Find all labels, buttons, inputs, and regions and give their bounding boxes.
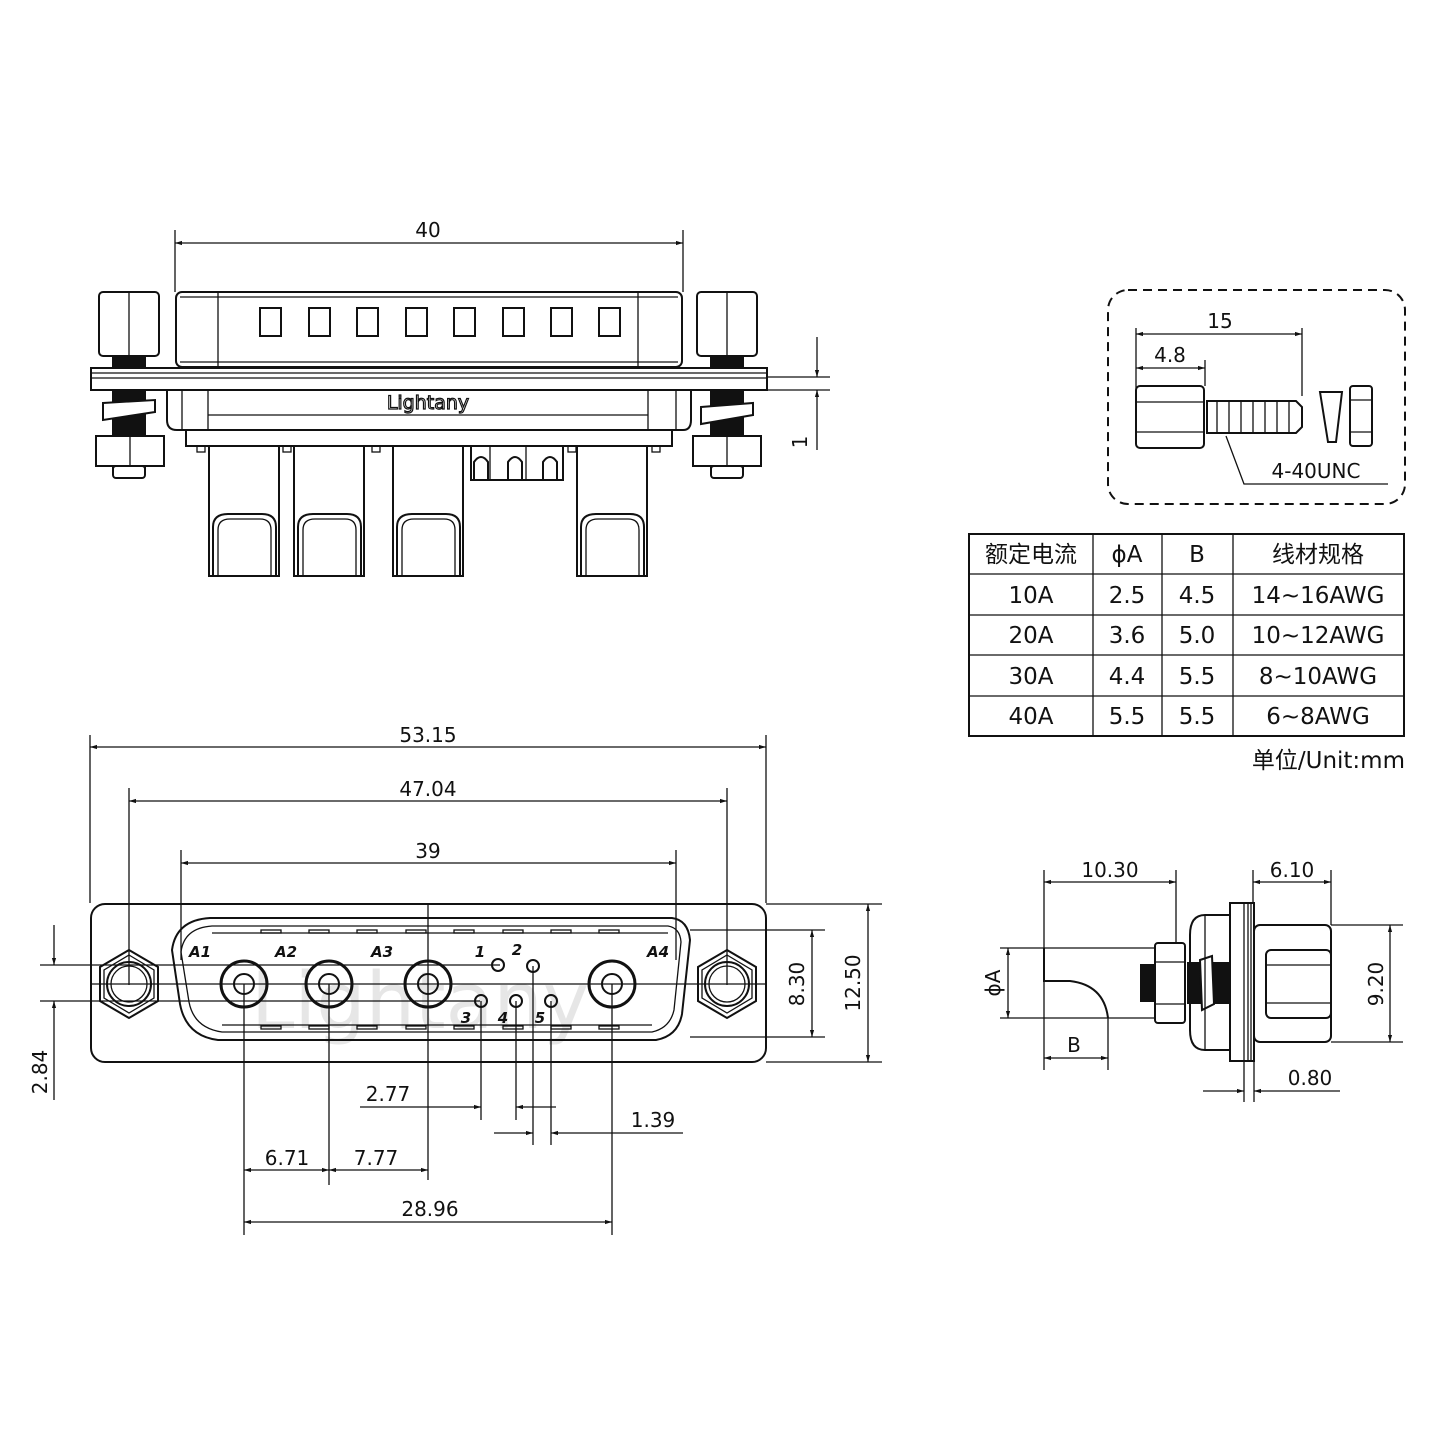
screw-detail: 15 4.8 4-40UNC xyxy=(1107,289,1406,505)
table-cell: 10~12AWG xyxy=(1252,623,1385,649)
dim-flange-height: 12.50 xyxy=(841,954,865,1011)
spec-table: 额定电流 ϕA B 线材规格 10A 2.5 4.5 14~16AWG 20A … xyxy=(968,533,1405,774)
table-header-current: 额定电流 xyxy=(985,542,1077,568)
dim-mount-hole-pitch: 47.04 xyxy=(399,777,456,801)
label-b: B xyxy=(1067,1033,1081,1057)
table-header-b: B xyxy=(1189,542,1205,568)
table-cell: 4.4 xyxy=(1109,664,1146,690)
power-contact-a4 xyxy=(576,445,648,577)
table-cell: 20A xyxy=(1008,623,1053,649)
dim-signal-pitch: 2.77 xyxy=(366,1082,411,1106)
dim-shell-height: 8.30 xyxy=(785,962,809,1007)
power-contact-a3 xyxy=(392,445,464,577)
thread-spec-label: 4-40UNC xyxy=(1272,459,1361,483)
table-cell: 3.6 xyxy=(1109,623,1146,649)
top-view: 40 Lightany xyxy=(90,218,830,577)
pin-label-a2: A2 xyxy=(274,943,297,961)
table-cell: 8~10AWG xyxy=(1259,664,1377,690)
table-cell: 40A xyxy=(1008,704,1053,730)
dim-shell-width: 39 xyxy=(415,839,440,863)
table-cell: 5.5 xyxy=(1179,664,1216,690)
table-cell: 30A xyxy=(1008,664,1053,690)
front-view: Lightany 53.15 47.04 39 xyxy=(28,723,882,1235)
dim-signal-row-offset: 2.84 xyxy=(28,1050,52,1095)
table-cell: 4.5 xyxy=(1179,583,1216,609)
pin-label-1: 1 xyxy=(475,943,485,961)
power-contact-a2 xyxy=(293,445,365,577)
dim-a1-a2: 6.71 xyxy=(265,1146,310,1170)
table-cell: 14~16AWG xyxy=(1252,583,1385,609)
power-contact-a1 xyxy=(208,445,280,577)
jackscrew-right xyxy=(692,291,762,479)
pin-label-2: 2 xyxy=(512,941,522,959)
dim-hex-length: 4.8 xyxy=(1154,343,1186,367)
table-header-wire: 线材规格 xyxy=(1272,542,1364,568)
pin-label-a1: A1 xyxy=(188,943,211,961)
unit-note: 单位/Unit:mm xyxy=(1252,748,1405,774)
side-view: 10.30 6.10 ϕA B xyxy=(981,858,1403,1102)
dim-signal-half-pitch: 1.39 xyxy=(631,1108,676,1132)
brand-logo: Lightany xyxy=(387,392,469,414)
dim-screw-length: 15 xyxy=(1207,309,1232,333)
signal-contacts xyxy=(470,445,564,481)
table-cell: 2.5 xyxy=(1109,583,1146,609)
dim-a1-a4: 28.96 xyxy=(401,1197,458,1221)
pin-label-4: 4 xyxy=(497,1009,508,1027)
table-cell: 6~8AWG xyxy=(1266,704,1370,730)
pin-label-a4: A4 xyxy=(646,943,669,961)
dim-contact-length: 10.30 xyxy=(1081,858,1138,882)
pin-label-5: 5 xyxy=(535,1009,545,1027)
table-cell: 5.5 xyxy=(1179,704,1216,730)
dim-panel-thickness: 1 xyxy=(788,436,812,449)
jackscrew-left xyxy=(95,291,165,479)
table-cell: 5.0 xyxy=(1179,623,1216,649)
pin-label-a3: A3 xyxy=(370,943,393,961)
dim-overall-width: 40 xyxy=(415,218,440,242)
table-header-diameter: ϕA xyxy=(1112,542,1143,568)
dim-front-length: 6.10 xyxy=(1270,858,1315,882)
dim-panel: 0.80 xyxy=(1288,1066,1333,1090)
label-diameter-a: ϕA xyxy=(981,969,1005,996)
table-cell: 5.5 xyxy=(1109,704,1146,730)
dim-a2-a3: 7.77 xyxy=(354,1146,399,1170)
dim-flange-width: 53.15 xyxy=(399,723,456,747)
table-cell: 10A xyxy=(1008,583,1053,609)
dim-height: 9.20 xyxy=(1364,962,1388,1007)
signal-slots xyxy=(259,307,621,337)
pin-label-3: 3 xyxy=(461,1009,471,1027)
